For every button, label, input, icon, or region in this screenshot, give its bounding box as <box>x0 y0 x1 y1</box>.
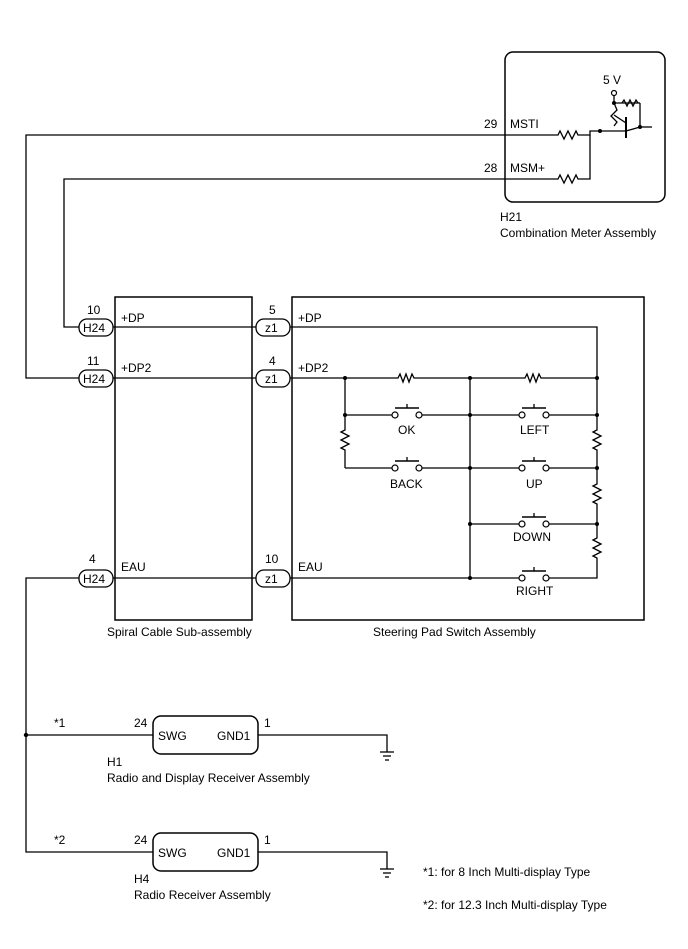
combination-meter-box <box>504 51 666 203</box>
h24-connector-eau: H24 <box>78 569 114 588</box>
spiral-pin-11-num: 11 <box>87 354 100 368</box>
steering-pin-10-num: 10 <box>265 552 279 566</box>
steering-pin-5-num: 5 <box>269 303 276 317</box>
meter-pin-29-num: 29 <box>484 117 498 131</box>
svg-text:z1: z1 <box>265 321 278 335</box>
z1-connector-eau: z1 <box>255 569 291 588</box>
svg-text:H24: H24 <box>83 321 105 335</box>
svg-text:H24: H24 <box>83 372 105 386</box>
h4-name: Radio Receiver Assembly <box>134 888 271 902</box>
h4-pin-out-label: GND1 <box>217 846 251 860</box>
h1-code: H1 <box>107 755 123 769</box>
spiral-cable-box <box>114 296 253 621</box>
h4-pin-in-num: 24 <box>134 833 148 847</box>
dp2-resistor-chain <box>290 372 597 384</box>
note-1: *1: for 8 Inch Multi-display Type <box>423 865 591 879</box>
z1-connector-dp2: z1 <box>255 369 291 388</box>
h4-variant-mark: *2 <box>54 833 66 847</box>
spiral-pin-dp-label: +DP <box>121 311 145 325</box>
steering-pad-box <box>291 296 645 621</box>
h1-variant-mark: *1 <box>54 716 66 730</box>
steering-pin-4-num: 4 <box>269 354 276 368</box>
svg-text:H24: H24 <box>83 572 105 586</box>
right-column-resistor-chain <box>545 378 603 579</box>
transistor-symbol <box>598 89 652 138</box>
h24-connector-dp2: H24 <box>78 369 114 388</box>
steering-pin-dp-label: +DP <box>298 311 322 325</box>
switch-down: DOWN <box>470 513 597 544</box>
h4-ground-wire <box>258 851 388 869</box>
spiral-cable-name: Spiral Cable Sub-assembly <box>107 625 252 639</box>
svg-text:LEFT: LEFT <box>520 423 550 437</box>
spiral-pin-4-num: 4 <box>89 552 96 566</box>
svg-text:RIGHT: RIGHT <box>516 584 554 598</box>
switch-right: RIGHT <box>290 567 554 598</box>
h1-pin-in-num: 24 <box>134 716 148 730</box>
wire-msm-dp <box>63 178 505 328</box>
ground-icon <box>380 751 394 761</box>
steering-pin-eau-label: EAU <box>298 560 323 574</box>
switch-up: UP <box>470 457 597 491</box>
svg-text:z1: z1 <box>265 572 278 586</box>
svg-text:DOWN: DOWN <box>513 530 551 544</box>
h1-pin-out-label: GND1 <box>217 729 251 743</box>
meter-pin-28-num: 28 <box>484 161 498 175</box>
meter-pin-msti-label: MSTI <box>510 117 539 131</box>
steering-pad-name: Steering Pad Switch Assembly <box>373 625 536 639</box>
svg-text:OK: OK <box>398 423 415 437</box>
h1-pin-in-label: SWG <box>158 729 187 743</box>
meter-name: Combination Meter Assembly <box>500 226 656 240</box>
svg-text:UP: UP <box>526 477 543 491</box>
ground-icon <box>380 868 394 878</box>
h1-name: Radio and Display Receiver Assembly <box>107 771 310 785</box>
h4-pin-in-label: SWG <box>158 846 187 860</box>
svg-text:BACK: BACK <box>390 477 423 491</box>
spiral-pin-10-num: 10 <box>87 303 101 317</box>
spiral-pin-eau-label: EAU <box>121 560 146 574</box>
msm-resistor <box>505 135 591 185</box>
h4-code: H4 <box>134 872 150 886</box>
switch-back: BACK <box>345 457 470 491</box>
spiral-pin-dp2-label: +DP2 <box>121 361 152 375</box>
steering-pin-dp2-label: +DP2 <box>298 361 329 375</box>
dp-rail <box>290 326 598 378</box>
msti-resistor <box>505 129 600 141</box>
switch-left: LEFT <box>470 404 597 437</box>
wire-msti-dp2 <box>25 134 505 379</box>
svg-text:z1: z1 <box>265 372 278 386</box>
h24-connector-dp: H24 <box>78 318 114 337</box>
switch-ok: OK <box>345 404 470 437</box>
note-2: *2: for 12.3 Inch Multi-display Type <box>423 898 607 912</box>
wire-eau-swg <box>25 577 153 853</box>
z1-connector-dp: z1 <box>255 318 291 337</box>
left-column-resistor <box>339 378 351 468</box>
h1-pin-out-num: 1 <box>264 716 271 730</box>
meter-pin-msm-label: MSM+ <box>510 161 545 175</box>
supply-voltage-label: 5 V <box>603 73 621 87</box>
h4-pin-out-num: 1 <box>264 833 271 847</box>
h1-ground-wire <box>258 734 388 752</box>
meter-code: H21 <box>500 210 522 224</box>
